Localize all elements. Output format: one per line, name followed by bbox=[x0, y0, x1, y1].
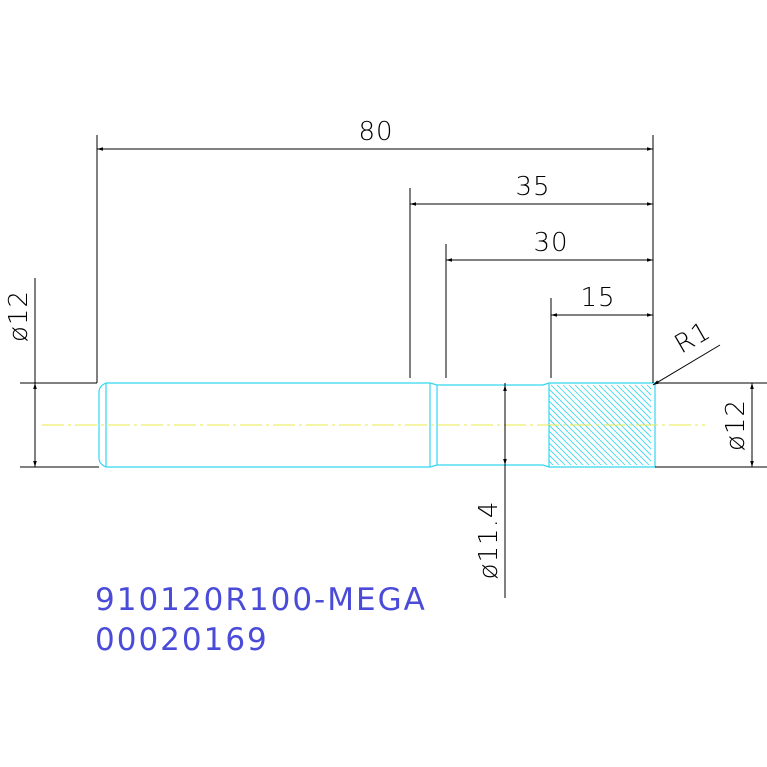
serial-number-label: 00020169 bbox=[95, 622, 269, 658]
dimension-lines bbox=[33, 147, 754, 467]
dim-text-30: 30 bbox=[533, 228, 568, 258]
radius-leader bbox=[652, 344, 721, 386]
dim-text-80: 80 bbox=[358, 117, 393, 147]
extension-lines bbox=[20, 135, 767, 598]
dim-text-35: 35 bbox=[515, 172, 550, 202]
dim-text-15: 15 bbox=[580, 283, 615, 313]
dim-text-neck-dia: ø11.4 bbox=[474, 501, 504, 580]
dim-text-radius: R1 bbox=[670, 316, 717, 360]
dim-text-left-dia: ø12 bbox=[4, 290, 34, 342]
part-number-label: 910120R100-MEGA bbox=[95, 582, 427, 618]
dim-text-right-dia: ø12 bbox=[721, 399, 751, 451]
